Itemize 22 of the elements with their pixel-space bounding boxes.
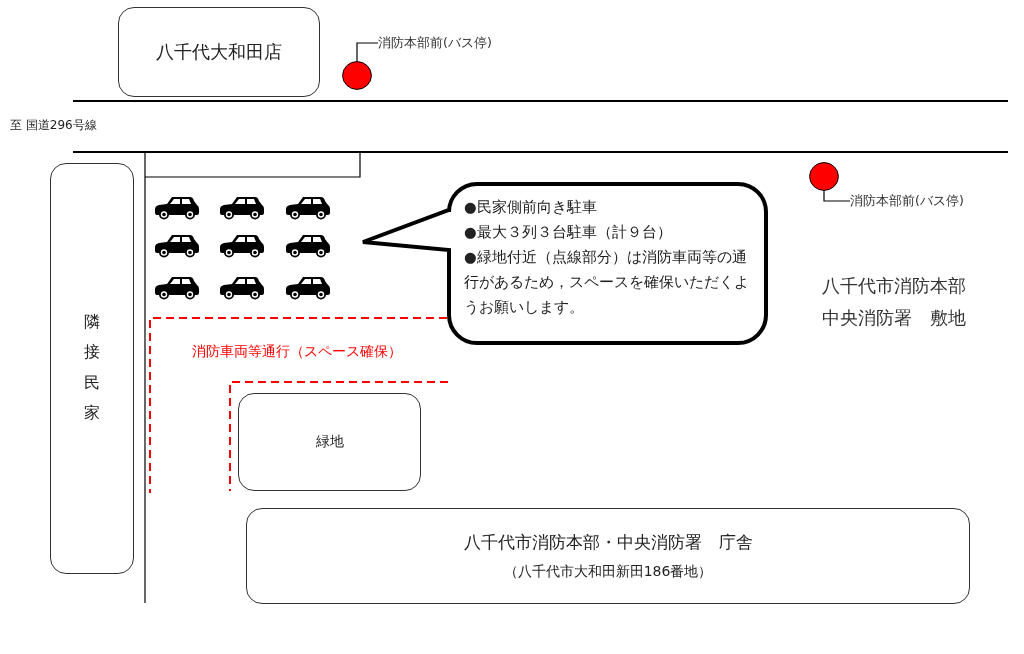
fire-lane-label: 消防車両等通行（スペース確保） xyxy=(192,343,402,361)
leader-line xyxy=(823,190,851,202)
note-text: ●民家側前向き駐車 xyxy=(464,198,598,217)
bus-stop-label: 消防本部前(バス停) xyxy=(378,34,518,52)
address-text: （八千代市大和田新田186番地） xyxy=(503,563,713,581)
circle-marker-icon xyxy=(342,61,372,90)
speech-bubble xyxy=(360,181,770,346)
planted-area-box xyxy=(238,393,421,491)
circle-marker-icon xyxy=(809,162,839,191)
house-label: 隣接民家 xyxy=(84,311,100,425)
store-name: 八千代大和田店 xyxy=(156,40,282,64)
bus-stop-label: 消防本部前(バス停) xyxy=(850,192,990,210)
store-box xyxy=(118,7,320,97)
house-box xyxy=(50,163,134,574)
leader-line xyxy=(356,42,379,62)
building-box xyxy=(246,508,970,604)
note-text: ●最大３列３台駐車（計９台） xyxy=(464,223,673,242)
area-label: 緑地 xyxy=(315,433,344,451)
note-text: ●緑地付近（点線部分）は消防車両等の通行があるため，スペースを確保いただくようお願いします。 xyxy=(464,248,750,317)
building-name: 八千代市消防本部・中央消防署 庁舎 xyxy=(463,531,753,554)
site-label: 八千代市消防本部中央消防署 敷地 xyxy=(822,274,966,330)
road-direction-label: 至 国道296号線 xyxy=(10,117,97,134)
